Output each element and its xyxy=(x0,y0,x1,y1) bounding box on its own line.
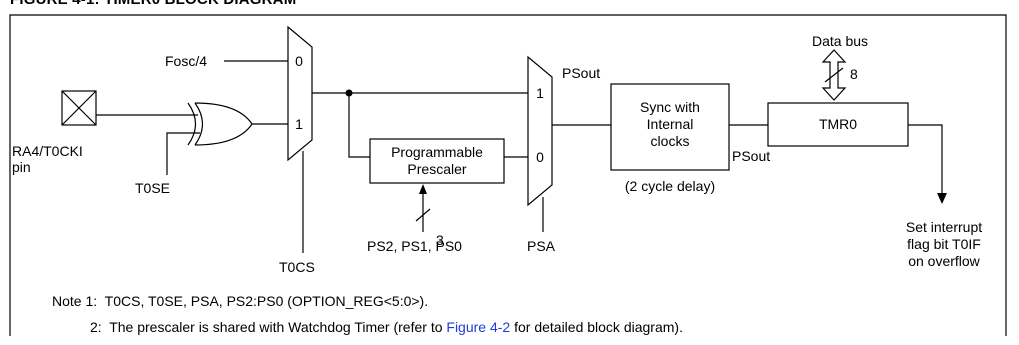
t0cs-label: T0CS xyxy=(279,259,315,275)
ps-bits-label: PS2, PS1, PS0 xyxy=(367,238,462,254)
ps-bus-width: 3 xyxy=(436,232,444,248)
ps-bits-arrow-icon xyxy=(419,184,427,194)
note-1: Note 1: T0CS, T0SE, PSA, PS2:PS0 (OPTION… xyxy=(52,288,683,314)
sync-label-line2: Internal xyxy=(647,116,694,132)
pin-symbol xyxy=(61,90,97,126)
mux2-psa xyxy=(527,55,553,207)
overflow-arrow-icon xyxy=(937,193,947,204)
tmr0-register xyxy=(767,102,909,147)
note-2-prefix: 2: xyxy=(90,319,102,335)
note-2-text-before: The prescaler is shared with Watchdog Ti… xyxy=(109,319,447,335)
data-bus-label: Data bus xyxy=(812,33,868,49)
psa-label: PSA xyxy=(527,238,556,254)
wire-to-prescaler xyxy=(348,93,370,158)
ps-bus-slash xyxy=(415,208,431,222)
wire-t0se xyxy=(166,132,200,175)
psout-top-label: PSout xyxy=(562,65,600,81)
data-bus-width: 8 xyxy=(850,66,858,82)
mux2-input-0-label: 0 xyxy=(536,149,544,165)
diagram-frame xyxy=(9,14,1007,336)
psout-bottom-label: PSout xyxy=(732,148,770,164)
data-bus-slash xyxy=(824,67,844,83)
interrupt-label-line3: on overflow xyxy=(908,253,980,269)
pin-label-line2: pin xyxy=(12,159,31,175)
prescaler-label-line1: Programmable xyxy=(391,144,483,160)
sync-delay-label: (2 cycle delay) xyxy=(625,178,715,194)
xor-gate xyxy=(187,102,253,146)
mux1-t0cs xyxy=(287,25,313,162)
prescaler-block xyxy=(369,138,505,184)
wire-tmr0-overflow xyxy=(908,124,943,196)
note-2: 2: The prescaler is shared with Watchdog… xyxy=(52,314,683,340)
note-1-prefix: Note 1: xyxy=(52,293,98,309)
prescaler-label-line2: Prescaler xyxy=(407,161,466,177)
sync-label-line1: Sync with xyxy=(640,99,700,115)
figure-4-2-link[interactable]: Figure 4-2 xyxy=(446,319,511,335)
tmr0-label: TMR0 xyxy=(819,116,857,132)
interrupt-label-line2: flag bit T0IF xyxy=(907,236,981,252)
mux1-input-0-label: 0 xyxy=(295,53,303,69)
sync-block xyxy=(610,83,730,171)
mux1-input-1-label: 1 xyxy=(295,116,303,132)
fosc-label: Fosc/4 xyxy=(165,53,207,69)
interrupt-label-line1: Set interrupt xyxy=(906,219,982,235)
note-2-text-after: for detailed block diagram). xyxy=(510,319,683,335)
figure-title: FIGURE 4-1: TIMER0 BLOCK DIAGRAM xyxy=(10,0,296,8)
note-1-text: T0CS, T0SE, PSA, PS2:PS0 (OPTION_REG<5:0… xyxy=(104,293,429,309)
mux2-input-1-label: 1 xyxy=(536,85,544,101)
pin-label-line1: RA4/T0CKI xyxy=(12,143,83,159)
notes: Note 1: T0CS, T0SE, PSA, PS2:PS0 (OPTION… xyxy=(52,288,683,340)
t0se-label: T0SE xyxy=(135,180,170,196)
sync-label-line3: clocks xyxy=(651,133,690,149)
